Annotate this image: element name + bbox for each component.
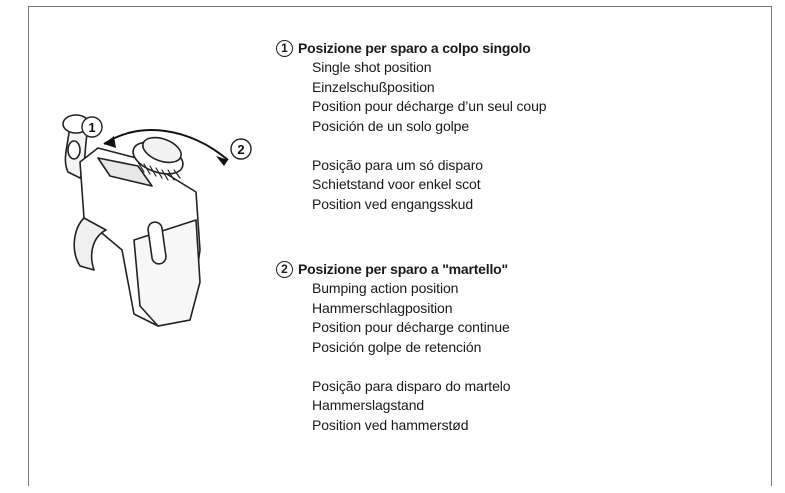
translation-line: Bumping action position: [312, 280, 459, 296]
section-bumping-action: 2 Posizione per sparo a "martello" Bumpi…: [276, 259, 511, 435]
translation-line: Einzelschußposition: [312, 78, 435, 95]
translation-line: Posición de un solo golpe: [312, 117, 470, 134]
section-heading: 1 Posizione per sparo a colpo singolo: [276, 38, 546, 58]
section-title: Posizione per sparo a "martello": [298, 261, 508, 277]
spacer: [312, 357, 510, 377]
translation-line: Schietstand voor enkel scot: [312, 176, 481, 192]
section-number-badge: 2: [276, 260, 293, 278]
translation-line: Posición golpe de retención: [312, 338, 482, 355]
page-frame: [28, 6, 772, 486]
translation-line: Posição para disparo do martelo: [312, 377, 511, 394]
translation-list: Bumping action position Hammerschlagposi…: [312, 279, 511, 435]
translation-line: Position pour décharge continue: [312, 319, 510, 335]
callout-1-label: 1: [88, 120, 95, 135]
callout-2-label: 2: [237, 142, 244, 157]
translation-list: Single shot position Einzelschußposition…: [312, 58, 547, 214]
translation-line: Position ved hammerstød: [312, 416, 469, 433]
section-number-badge: 1: [276, 39, 293, 57]
translation-line: Position pour décharge d’un seul coup: [312, 98, 547, 114]
translation-line: Single shot position: [312, 59, 432, 75]
section-title: Posizione per sparo a colpo singolo: [298, 40, 531, 56]
section-heading: 2 Posizione per sparo a "martello": [276, 259, 510, 279]
selector-illustration: 1 2: [62, 114, 252, 327]
translation-line: Position ved engangsskud: [312, 195, 474, 212]
translation-line: Posição para um só disparo: [312, 156, 483, 173]
translation-line: Hammerschlagposition: [312, 299, 453, 316]
translation-line: Hammerslagstand: [312, 397, 425, 413]
section-single-shot: 1 Posizione per sparo a colpo singolo Si…: [276, 38, 547, 214]
spacer: [312, 136, 546, 156]
